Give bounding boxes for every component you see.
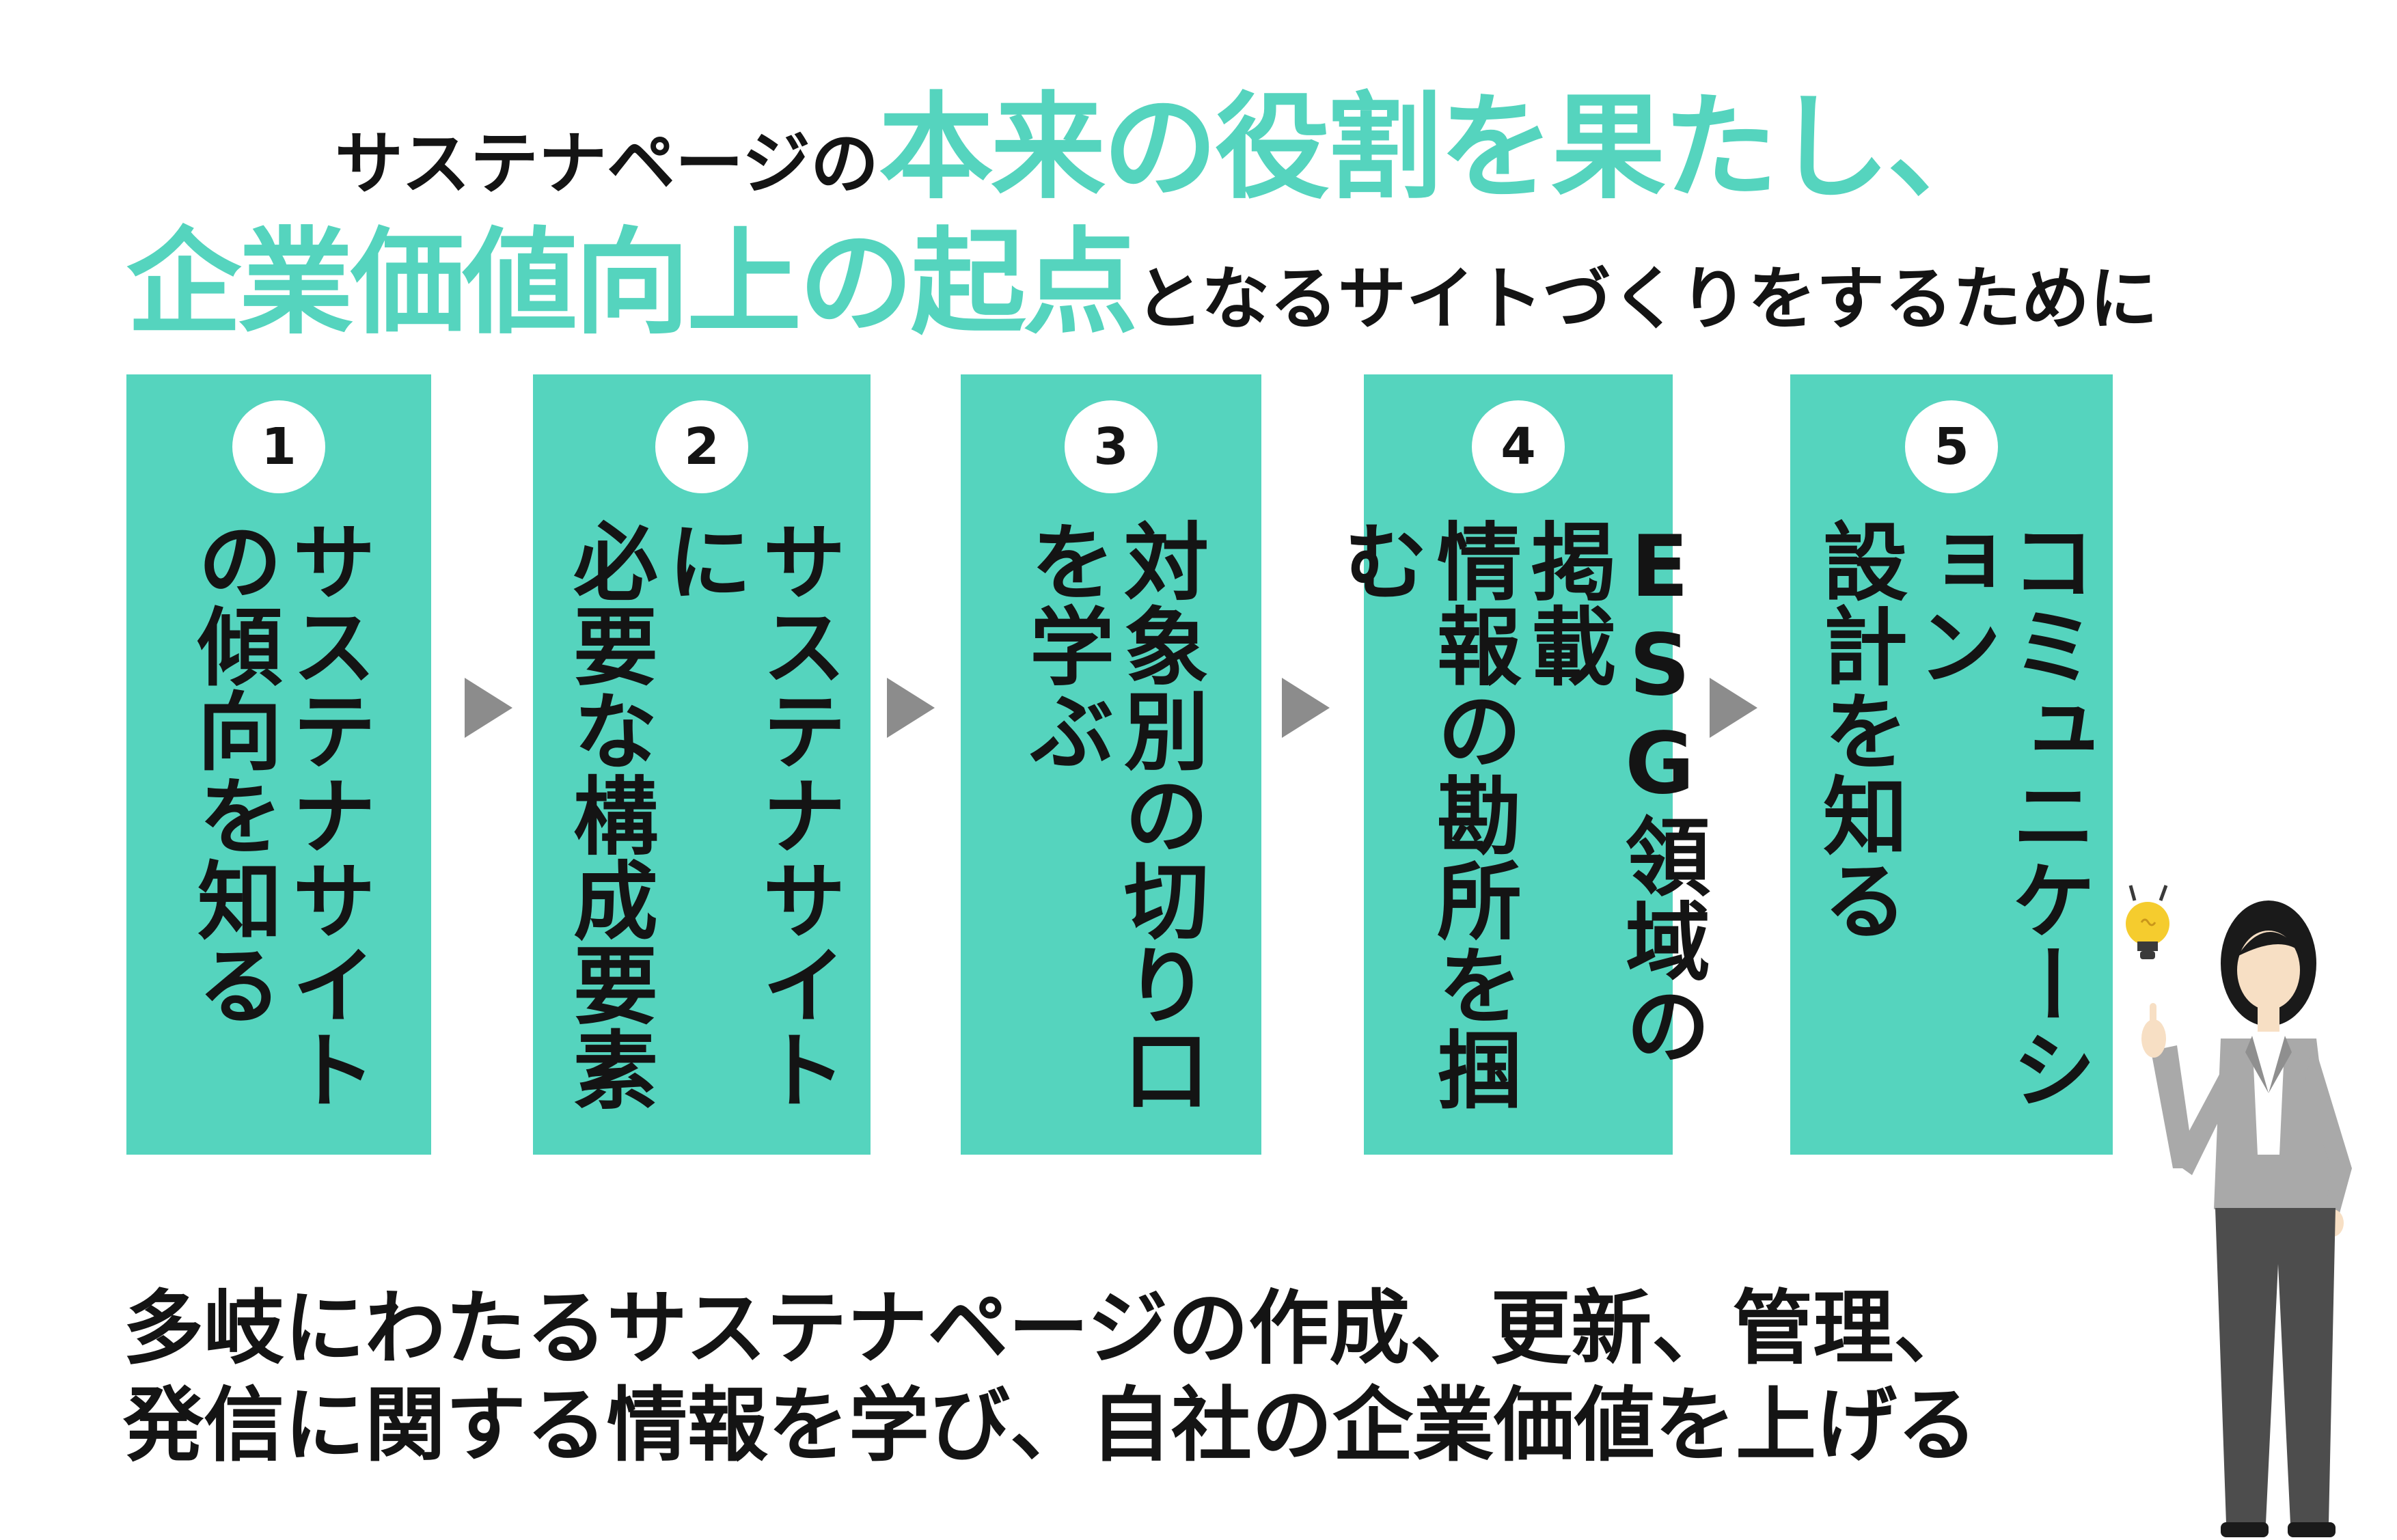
arrow-right-icon	[887, 678, 935, 738]
lightbulb-icon	[2126, 885, 2169, 959]
step-number-4: 4	[1472, 400, 1565, 493]
step-card-3: 3 対象別の切り口 を学ぶ	[961, 374, 1261, 1155]
arrow-right-icon	[465, 678, 512, 738]
step-number-5: 5	[1905, 400, 1998, 493]
step-label-2: サステナサイトに 必要な構成要素	[558, 518, 845, 1111]
step-number-2: 2	[655, 400, 748, 493]
arrow-right-icon	[1710, 678, 1757, 738]
footer-line2: 発信に関する情報を学び、自社の企業価値を上げる	[123, 1378, 1978, 1472]
step-card-5: 5 コミュニケーション 設計を知る	[1790, 374, 2113, 1155]
footer-line1: 多岐にわたるサステナページの作成、更新、管理、	[123, 1281, 1975, 1375]
headline-line1-accent: 本来の役割を果たし、	[879, 79, 2002, 215]
headline-line2: 企業価値向上の起点となるサイトづくりをするために	[126, 190, 2397, 356]
step-card-1: 1 サステナサイト の傾向を知る	[126, 374, 431, 1155]
step-number-1: 1	[232, 400, 325, 493]
headline-line1: サステナページの本来の役割を果たし、	[335, 55, 2397, 221]
headline-line1-plain: サステナページの	[335, 124, 879, 204]
arrow-right-icon	[1282, 678, 1330, 738]
step-label-1: サステナサイト の傾向を知る	[182, 518, 375, 1111]
headline-line2-accent: 企業価値向上の起点	[126, 215, 1138, 350]
step-label-3: 対象別の切り口 を学ぶ	[1015, 518, 1207, 1111]
headline-line2-plain: となるサイトづくりをするために	[1135, 259, 2158, 339]
step-label-4: ESG領域の掲載 情報の勘所を掴む	[1328, 518, 1709, 1111]
step-label-5: コミュニケーション 設計を知る	[1808, 518, 2095, 1111]
step-number-3: 3	[1065, 400, 1158, 493]
businesswoman-illustration	[2126, 885, 2352, 1537]
step-card-2: 2 サステナサイトに 必要な構成要素	[533, 374, 871, 1155]
step-card-4: 4 ESG領域の掲載 情報の勘所を掴む	[1328, 374, 1709, 1155]
